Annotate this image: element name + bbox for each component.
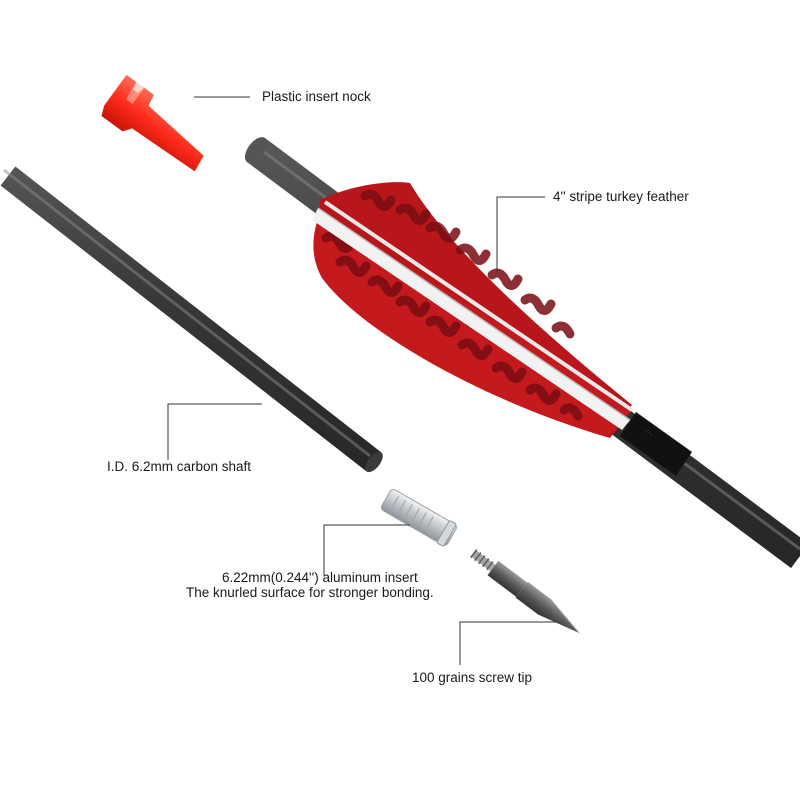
plastic-nock: [101, 74, 204, 172]
turkey-feather: [312, 182, 634, 438]
insert-leader-line: [323, 524, 410, 575]
insert-sublabel: The knurled surface for stronger bonding…: [186, 585, 434, 600]
aluminum-insert: [380, 488, 457, 547]
feather-stripes: [321, 189, 583, 421]
tip-leader-line: [459, 621, 556, 665]
svg-text:·····: ·····: [644, 429, 654, 439]
shaft-label: I.D. 6.2mm carbon shaft: [107, 459, 252, 474]
screw-tip: [470, 549, 580, 634]
shaft-leader-line: [167, 403, 262, 460]
insert-label: 6.22mm(0.244'') aluminum insert: [222, 570, 418, 585]
feather-label: 4'' stripe turkey feather: [553, 189, 689, 204]
nock-label: Plastic insert nock: [262, 89, 371, 104]
carbon-shaft-loose: [0, 166, 383, 473]
leader-lines: [167, 96, 556, 665]
feather-leader-line: [496, 196, 545, 273]
shaft-wrap-band: ·····: [620, 412, 692, 476]
tip-label: 100 grains screw tip: [412, 670, 533, 685]
